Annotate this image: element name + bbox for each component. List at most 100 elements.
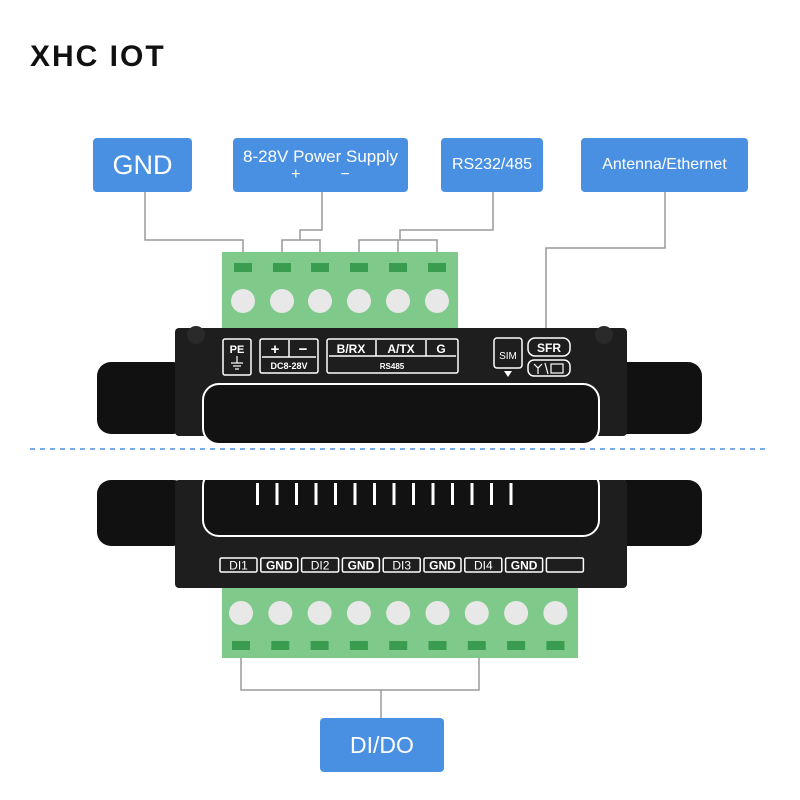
top-terminal-body: [222, 252, 458, 332]
bottom-label-box: [300, 557, 340, 573]
bottom-label-box: [219, 557, 258, 573]
bottom-terminal-screws: [229, 601, 568, 625]
top-terminal-block: [222, 252, 458, 332]
power-minus-label: −: [340, 166, 350, 183]
bottom-slot: [546, 641, 565, 650]
top-screw: [386, 289, 410, 313]
rs232-485-callout: RS232/485: [441, 138, 543, 192]
top-slot: [234, 263, 252, 272]
leader-lines: [144, 192, 666, 718]
power-minus-mark: −: [299, 341, 308, 358]
ethernet-icon: [544, 362, 564, 375]
brand-logo: XHC IOT: [30, 40, 166, 73]
left-mount-ear-lower: [97, 480, 187, 546]
top-slot: [311, 263, 329, 272]
pe-label: PE: [230, 344, 245, 356]
antenna-icon: [533, 363, 543, 374]
bottom-slot: [389, 641, 408, 650]
bottom-label-box: [464, 557, 503, 573]
dc-range-label: DC8-28V: [270, 361, 307, 371]
bottom-label-box: [545, 557, 585, 573]
bottom-slot: [271, 641, 290, 650]
bottom-label-box: [260, 557, 299, 573]
bottom-label: GND: [348, 559, 375, 573]
left-mount-ear: [97, 362, 187, 434]
pe-label-box: [222, 338, 252, 376]
vent-slot: [490, 483, 493, 505]
bottom-slot: [507, 641, 526, 650]
gnd-callout: GND: [93, 138, 192, 192]
vent-slot: [412, 483, 415, 505]
bottom-label: DI1: [229, 559, 248, 573]
top-slot: [350, 263, 368, 272]
vent-slots: [256, 483, 513, 505]
bottom-screw: [543, 601, 568, 625]
device-top-labels: [222, 337, 571, 377]
top-screw: [308, 289, 332, 313]
rs485-label-box: [326, 338, 459, 374]
top-terminal-screws: [231, 289, 449, 313]
gnd-leader-line: [144, 192, 244, 258]
bottom-terminal-slots: [232, 641, 565, 650]
bottom-screw: [425, 601, 450, 625]
power-supply-label: 8-28V Power Supply: [243, 147, 398, 166]
ground-icon: [231, 356, 243, 370]
antenna-ethernet-callout: Antenna/Ethernet: [581, 138, 748, 192]
bottom-label: GND: [511, 559, 538, 573]
dio-leader-line: [240, 645, 480, 691]
vent-slot: [392, 483, 396, 505]
body-screw: [595, 326, 613, 344]
vent-slot: [295, 483, 298, 505]
bottom-slot: [232, 641, 250, 650]
sfr-label: SFR: [537, 341, 561, 355]
vent-slot: [256, 483, 259, 505]
bottom-slot: [310, 641, 329, 650]
status-icon-box: [527, 359, 571, 377]
sfr-label-box: [527, 337, 571, 357]
atx-label: A/TX: [387, 342, 414, 356]
antenna-leader-line: [545, 192, 666, 335]
bottom-slot: [349, 641, 368, 650]
di-do-callout: DI/DO: [320, 718, 444, 772]
sim-label-box: [493, 337, 523, 369]
top-slot: [273, 263, 291, 272]
vent-slot: [275, 483, 279, 505]
bottom-screw: [464, 601, 489, 625]
vent-slot: [451, 483, 454, 505]
bottom-label: DI3: [392, 559, 411, 573]
vent-slot: [353, 483, 357, 505]
rs232-leader-line: [358, 192, 494, 258]
sim-arrow-icon: [504, 371, 512, 377]
bottom-label-box: [382, 557, 421, 573]
right-mount-ear-lower: [612, 480, 702, 546]
top-window: [202, 383, 600, 445]
bottom-label: GND: [429, 559, 456, 573]
rs485-label: RS485: [380, 362, 405, 371]
gnd-callout-label: GND: [112, 149, 173, 180]
device-top-text: PE + − DC8-28V B/RX A/TX G RS485 SIM SFR: [230, 341, 564, 377]
bottom-screw: [346, 601, 371, 625]
bottom-label: GND: [266, 559, 293, 573]
bottom-label-box: [504, 557, 544, 573]
bottom-slot: [467, 641, 486, 650]
bottom-screw: [229, 601, 253, 625]
bottom-label: DI4: [474, 559, 493, 573]
top-screw: [347, 289, 371, 313]
top-screw: [231, 289, 255, 313]
di-do-label: DI/DO: [350, 731, 414, 758]
g-label: G: [436, 342, 445, 356]
bottom-screw: [504, 601, 529, 625]
body-screw: [187, 326, 205, 344]
power-supply-callout: 8-28V Power Supply + −: [233, 138, 408, 192]
right-mount-ear: [612, 362, 702, 434]
top-slot: [389, 263, 407, 272]
vent-slot: [509, 483, 513, 505]
vent-slot: [431, 483, 435, 505]
power-plus-mark: +: [271, 341, 280, 358]
bottom-slot: [428, 641, 447, 650]
vent-slot: [334, 483, 337, 505]
power-label-box: [259, 338, 319, 374]
sim-label: SIM: [499, 351, 517, 362]
